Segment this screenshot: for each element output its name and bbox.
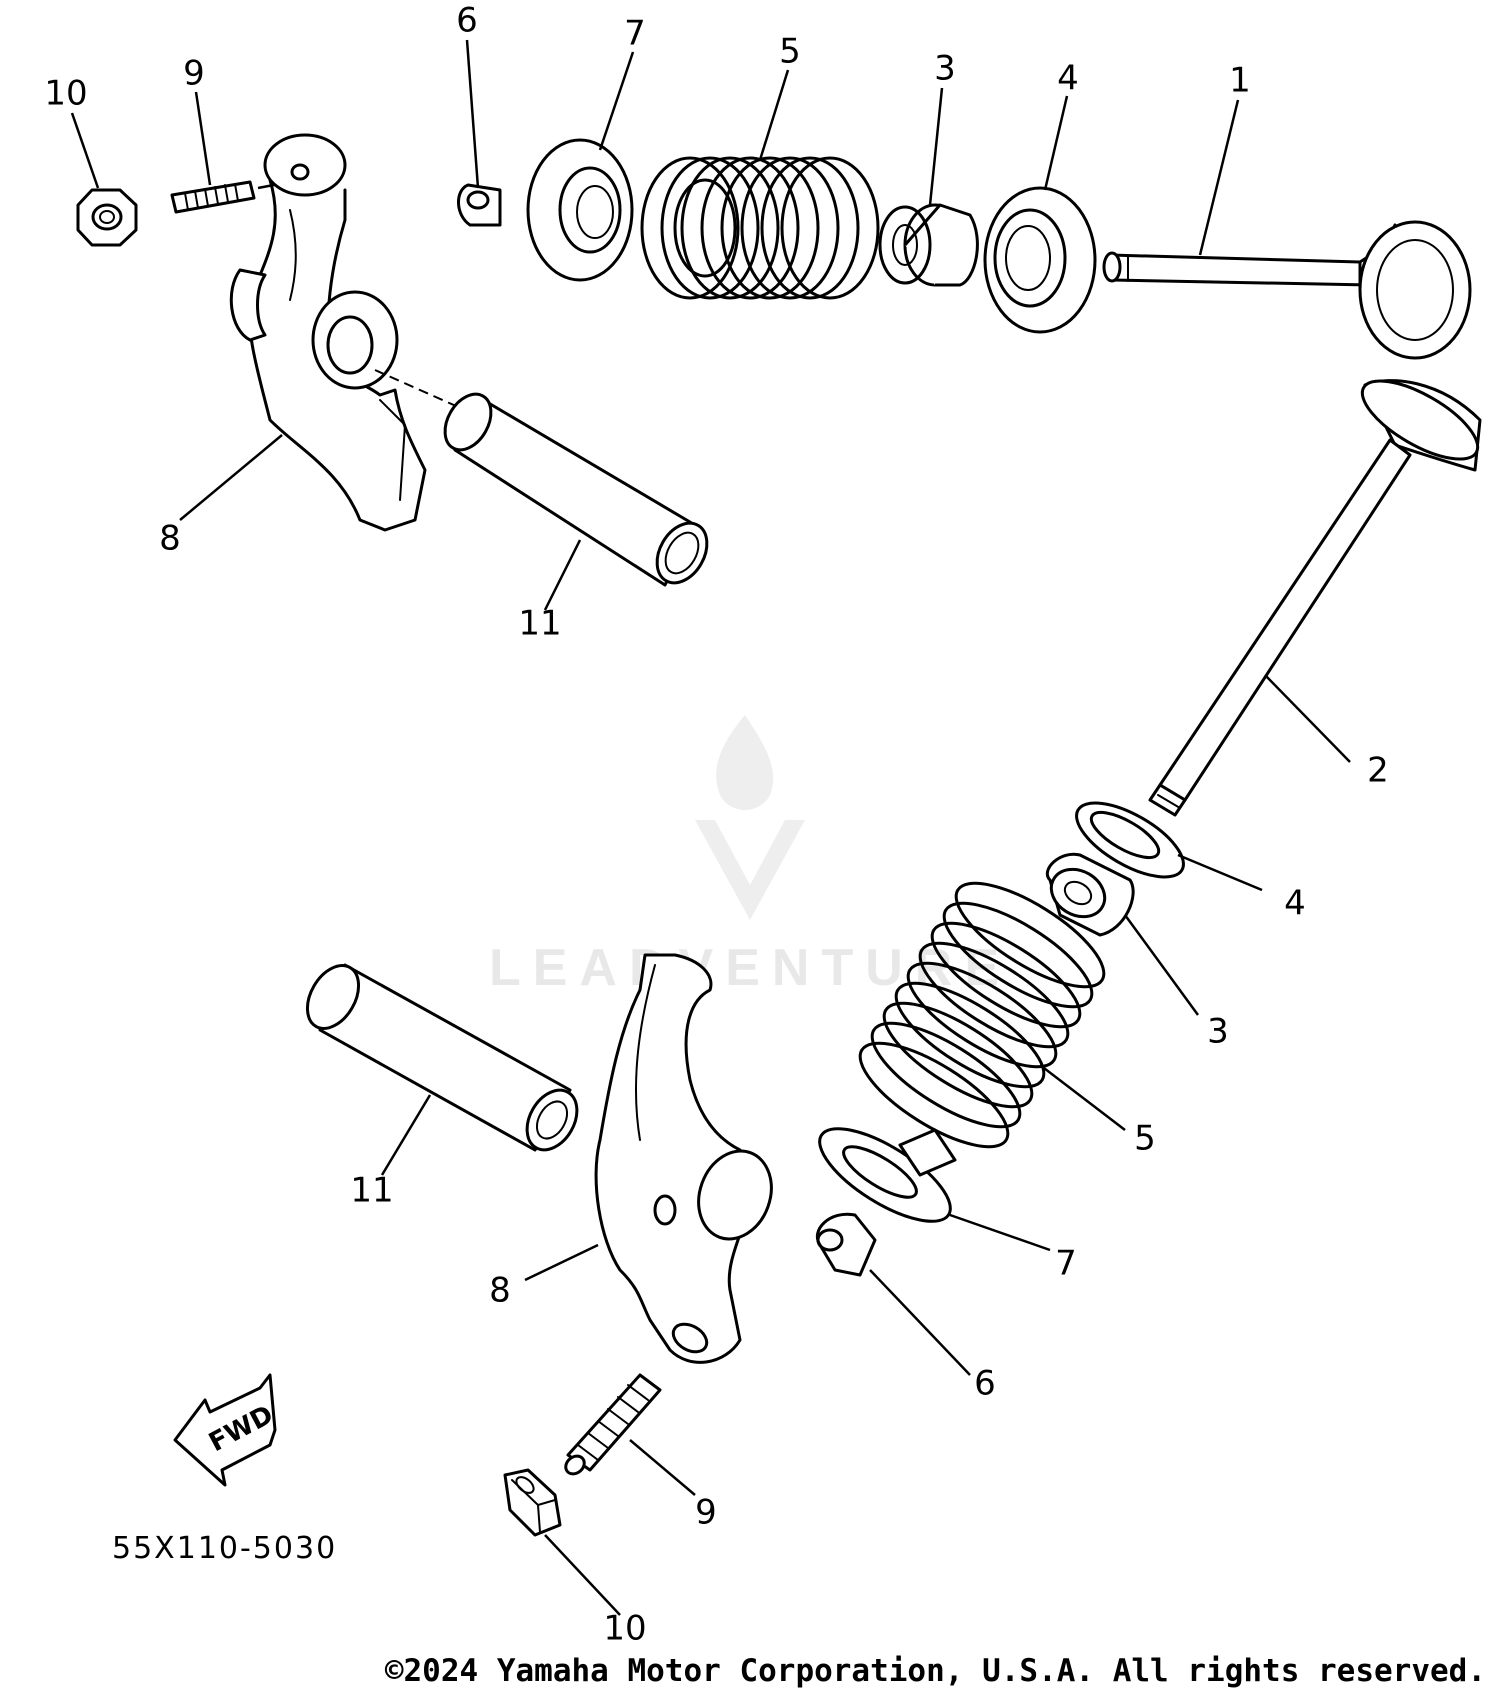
watermark-logo: LEADVENTURE bbox=[489, 715, 1011, 997]
callout-numbers: 10 9 6 7 5 3 4 1 8 11 2 4 3 5 7 6 11 8 9… bbox=[44, 1, 1388, 1649]
spring-seat-top bbox=[983, 186, 1097, 334]
leader-lines bbox=[70, 39, 1351, 1616]
valve-spring-top bbox=[640, 156, 880, 300]
callout-shaft-bottom: 11 bbox=[350, 1171, 393, 1211]
valve-cotter-right bbox=[816, 1212, 877, 1277]
callout-retainer-right: 7 bbox=[1055, 1244, 1077, 1284]
callout-seat-top: 4 bbox=[1057, 59, 1079, 99]
valve-spring-right bbox=[858, 881, 1106, 1149]
oil-seal-top bbox=[878, 203, 979, 287]
oil-seal-right bbox=[1046, 852, 1135, 937]
callout-rocker-arm-bottom: 8 bbox=[489, 1271, 511, 1311]
copyright-notice: ©2024 Yamaha Motor Corporation, U.S.A. A… bbox=[384, 1653, 1486, 1689]
callout-cotter-top: 6 bbox=[456, 1, 478, 41]
callout-oil-seal-top: 3 bbox=[934, 49, 956, 89]
spring-retainer-right bbox=[818, 1127, 957, 1223]
centerline-top bbox=[374, 369, 466, 411]
callout-intake-valve: 1 bbox=[1229, 61, 1251, 101]
callout-cotter-right: 6 bbox=[974, 1364, 996, 1404]
callout-shaft-top: 11 bbox=[518, 604, 561, 644]
spring-retainer-top bbox=[526, 138, 634, 282]
adjuster-screw-top bbox=[170, 178, 301, 214]
callout-spring-right: 5 bbox=[1134, 1119, 1156, 1159]
callout-nut-bottom: 10 bbox=[603, 1609, 646, 1649]
callout-adjuster-top: 9 bbox=[183, 54, 205, 94]
rocker-shaft-top bbox=[443, 392, 709, 587]
exhaust-valve bbox=[1148, 379, 1482, 817]
nut-top bbox=[76, 188, 138, 247]
rocker-arm-top bbox=[229, 133, 427, 532]
callout-oil-seal-right: 3 bbox=[1207, 1012, 1229, 1052]
part-code: 55X110-5030 bbox=[112, 1531, 337, 1566]
rocker-shaft-bottom bbox=[305, 963, 579, 1152]
rocker-arm-bottom bbox=[594, 953, 773, 1364]
callout-nut-top: 10 bbox=[44, 74, 87, 114]
callout-exhaust-valve: 2 bbox=[1367, 751, 1389, 791]
callout-rocker-arm-top: 8 bbox=[159, 519, 181, 559]
callout-retainer-top: 7 bbox=[624, 14, 646, 54]
callout-spring-top: 5 bbox=[779, 32, 801, 72]
fwd-arrow-icon: FWD bbox=[173, 1373, 278, 1487]
callout-seat-right: 4 bbox=[1284, 884, 1306, 924]
valve-cotter-top bbox=[457, 183, 502, 227]
adjuster-screw-bottom bbox=[564, 1373, 662, 1476]
spring-seat-right bbox=[1075, 801, 1185, 879]
nut-bottom bbox=[503, 1468, 562, 1537]
watermark-text: LEADVENTURE bbox=[489, 939, 1011, 997]
callout-adjuster-bottom: 9 bbox=[695, 1493, 717, 1533]
intake-valve bbox=[1102, 220, 1472, 360]
